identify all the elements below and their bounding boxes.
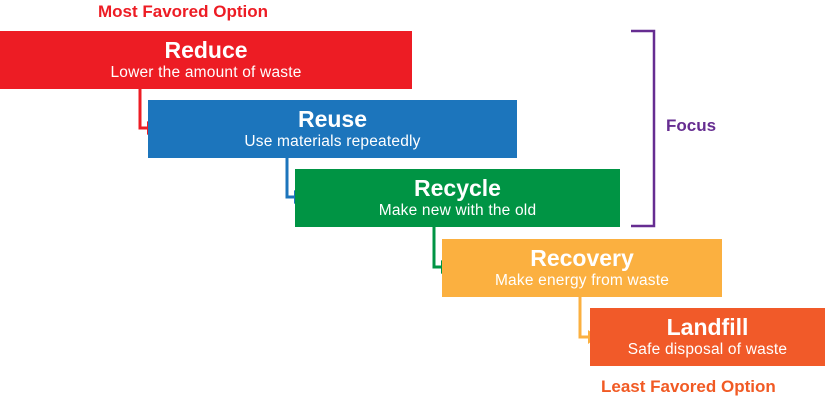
- step-reuse: Reuse Use materials repeatedly: [148, 100, 517, 158]
- least-favored-caption: Least Favored Option: [601, 377, 776, 396]
- connector-line: [285, 158, 296, 199]
- step-recovery-description: Make energy from waste: [494, 272, 670, 289]
- focus-label: Focus: [666, 116, 717, 135]
- step-reuse-description: Use materials repeatedly: [244, 133, 421, 150]
- step-landfill: Landfill Safe disposal of waste: [590, 308, 825, 366]
- step-reduce-description: Lower the amount of waste: [110, 64, 302, 81]
- step-reuse-title: Reuse: [297, 106, 368, 132]
- step-recycle-title: Recycle: [414, 175, 501, 201]
- connector-line: [578, 297, 590, 339]
- step-reduce: Reduce Lower the amount of waste: [0, 31, 412, 89]
- step-landfill-title: Landfill: [666, 314, 749, 340]
- step-landfill-description: Safe disposal of waste: [627, 341, 788, 358]
- most-favored-caption: Most Favored Option: [98, 2, 268, 21]
- step-recovery: Recovery Make energy from waste: [442, 239, 722, 297]
- connector-line: [138, 89, 149, 130]
- step-recovery-title: Recovery: [530, 245, 634, 271]
- connector-line: [432, 227, 443, 269]
- step-recycle-description: Make new with the old: [378, 202, 537, 219]
- step-reduce-title: Reduce: [164, 37, 248, 63]
- step-recycle: Recycle Make new with the old: [295, 169, 620, 227]
- focus-bracket: [631, 29, 656, 228]
